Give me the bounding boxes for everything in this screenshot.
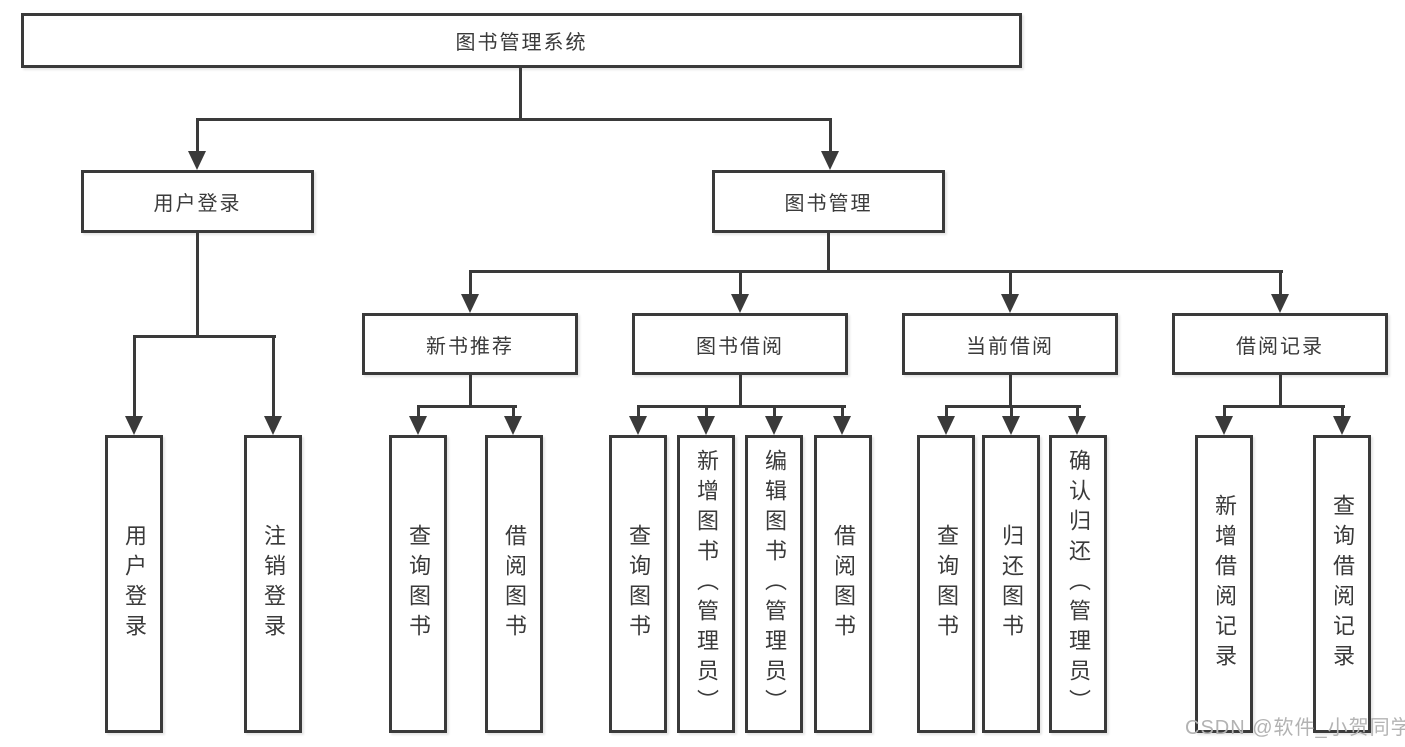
arrow-down-icon [1333, 416, 1351, 435]
leaf-return-books: 归还图书 [982, 435, 1040, 733]
leaf-confirm-return-admin: 确认归还（管理员） [1049, 435, 1107, 733]
node-label: 图书管理系统 [455, 32, 588, 54]
node-label: 借阅图书 [502, 524, 527, 644]
connector-borrow-record-drop [1279, 375, 1282, 408]
node-label: 新增图书（管理员） [694, 449, 719, 719]
connector-stem [705, 405, 708, 418]
connector-stem [637, 405, 640, 418]
connector-current-borrow-drop [1009, 375, 1012, 408]
node-label: 查询图书 [406, 524, 431, 644]
node-root-library-system: 图书管理系统 [21, 13, 1022, 68]
connector-stem [945, 405, 948, 418]
arrow-down-icon [409, 416, 427, 435]
connector-stem-leaf-login [133, 335, 136, 417]
node-current-borrowing: 当前借阅 [902, 313, 1118, 375]
connector-stem-current-borrow [1009, 270, 1012, 296]
node-label: 新书推荐 [426, 335, 514, 358]
node-label: 用户登录 [153, 193, 242, 215]
leaf-logout: 注销登录 [244, 435, 302, 733]
connector-stem [1010, 405, 1013, 418]
node-borrowing-records: 借阅记录 [1172, 313, 1388, 375]
connector-stem [773, 405, 776, 418]
leaf-query-books-2: 查询图书 [609, 435, 667, 733]
arrow-down-icon [937, 416, 955, 435]
node-label: 归还图书 [999, 524, 1024, 644]
node-label: 注销登录 [261, 524, 286, 644]
leaf-add-books-admin: 新增图书（管理员） [677, 435, 735, 733]
connector-stem [841, 405, 844, 418]
connector-current-borrow-rail [945, 405, 1081, 408]
leaf-borrow-books-2: 借阅图书 [814, 435, 872, 733]
csdn-watermark: CSDN @软件_小贺同学 [1185, 717, 1405, 739]
node-book-borrowing: 图书借阅 [632, 313, 848, 375]
leaf-borrow-books-1: 借阅图书 [485, 435, 543, 733]
connector-user-login-drop [196, 233, 199, 338]
connector-root-rail [196, 118, 832, 121]
node-label: 用户登录 [122, 524, 147, 644]
connector-borrow-record-rail [1223, 405, 1345, 408]
connector-stem-book-mgmt [829, 118, 832, 152]
arrow-down-icon [1002, 416, 1020, 435]
connector-book-borrow-drop [739, 375, 742, 408]
node-book-management: 图书管理 [712, 170, 945, 233]
connector-book-mgmt-rail [469, 270, 1283, 273]
connector-stem-new-book [469, 270, 472, 296]
node-label: 查询图书 [626, 524, 651, 644]
node-user-login: 用户登录 [81, 170, 314, 233]
connector-stem [1223, 405, 1226, 418]
connector-new-book-rail [417, 405, 517, 408]
connector-stem-borrow-record [1279, 270, 1282, 296]
leaf-user-login: 用户登录 [105, 435, 163, 733]
node-label: 图书借阅 [696, 335, 784, 358]
arrow-down-icon [821, 151, 839, 170]
leaf-query-books-3: 查询图书 [917, 435, 975, 733]
connector-book-borrow-rail [637, 405, 846, 408]
connector-stem [512, 405, 515, 418]
connector-book-mgmt-drop [827, 233, 830, 273]
arrow-down-icon [125, 416, 143, 435]
arrow-down-icon [264, 416, 282, 435]
connector-stem-leaf-logout [272, 335, 275, 417]
connector-stem [1341, 405, 1344, 418]
arrow-down-icon [1068, 416, 1086, 435]
leaf-add-borrow-record: 新增借阅记录 [1195, 435, 1253, 733]
connector-new-book-drop [469, 375, 472, 408]
leaf-edit-books-admin: 编辑图书（管理员） [745, 435, 803, 733]
leaf-query-borrow-record: 查询借阅记录 [1313, 435, 1371, 733]
connector-root-drop [519, 68, 522, 121]
connector-stem-book-borrow [739, 270, 742, 296]
arrow-down-icon [765, 416, 783, 435]
node-label: 借阅记录 [1236, 335, 1324, 358]
arrow-down-icon [1001, 294, 1019, 313]
arrow-down-icon [629, 416, 647, 435]
node-new-book-recommend: 新书推荐 [362, 313, 578, 375]
node-label: 确认归还（管理员） [1066, 449, 1091, 719]
arrow-down-icon [833, 416, 851, 435]
node-label: 查询借阅记录 [1330, 494, 1355, 674]
arrow-down-icon [504, 416, 522, 435]
arrow-down-icon [1271, 294, 1289, 313]
node-label: 查询图书 [934, 524, 959, 644]
node-label: 图书管理 [784, 193, 873, 215]
node-label: 借阅图书 [831, 524, 856, 644]
arrow-down-icon [697, 416, 715, 435]
leaf-query-books-1: 查询图书 [389, 435, 447, 733]
connector-user-login-rail [133, 335, 276, 338]
arrow-down-icon [731, 294, 749, 313]
connector-stem [1076, 405, 1079, 418]
node-label: 当前借阅 [966, 335, 1054, 358]
connector-stem [417, 405, 420, 418]
arrow-down-icon [188, 151, 206, 170]
node-label: 新增借阅记录 [1212, 494, 1237, 674]
node-label: 编辑图书（管理员） [762, 449, 787, 719]
arrow-down-icon [461, 294, 479, 313]
arrow-down-icon [1215, 416, 1233, 435]
connector-stem-user-login [196, 118, 199, 152]
